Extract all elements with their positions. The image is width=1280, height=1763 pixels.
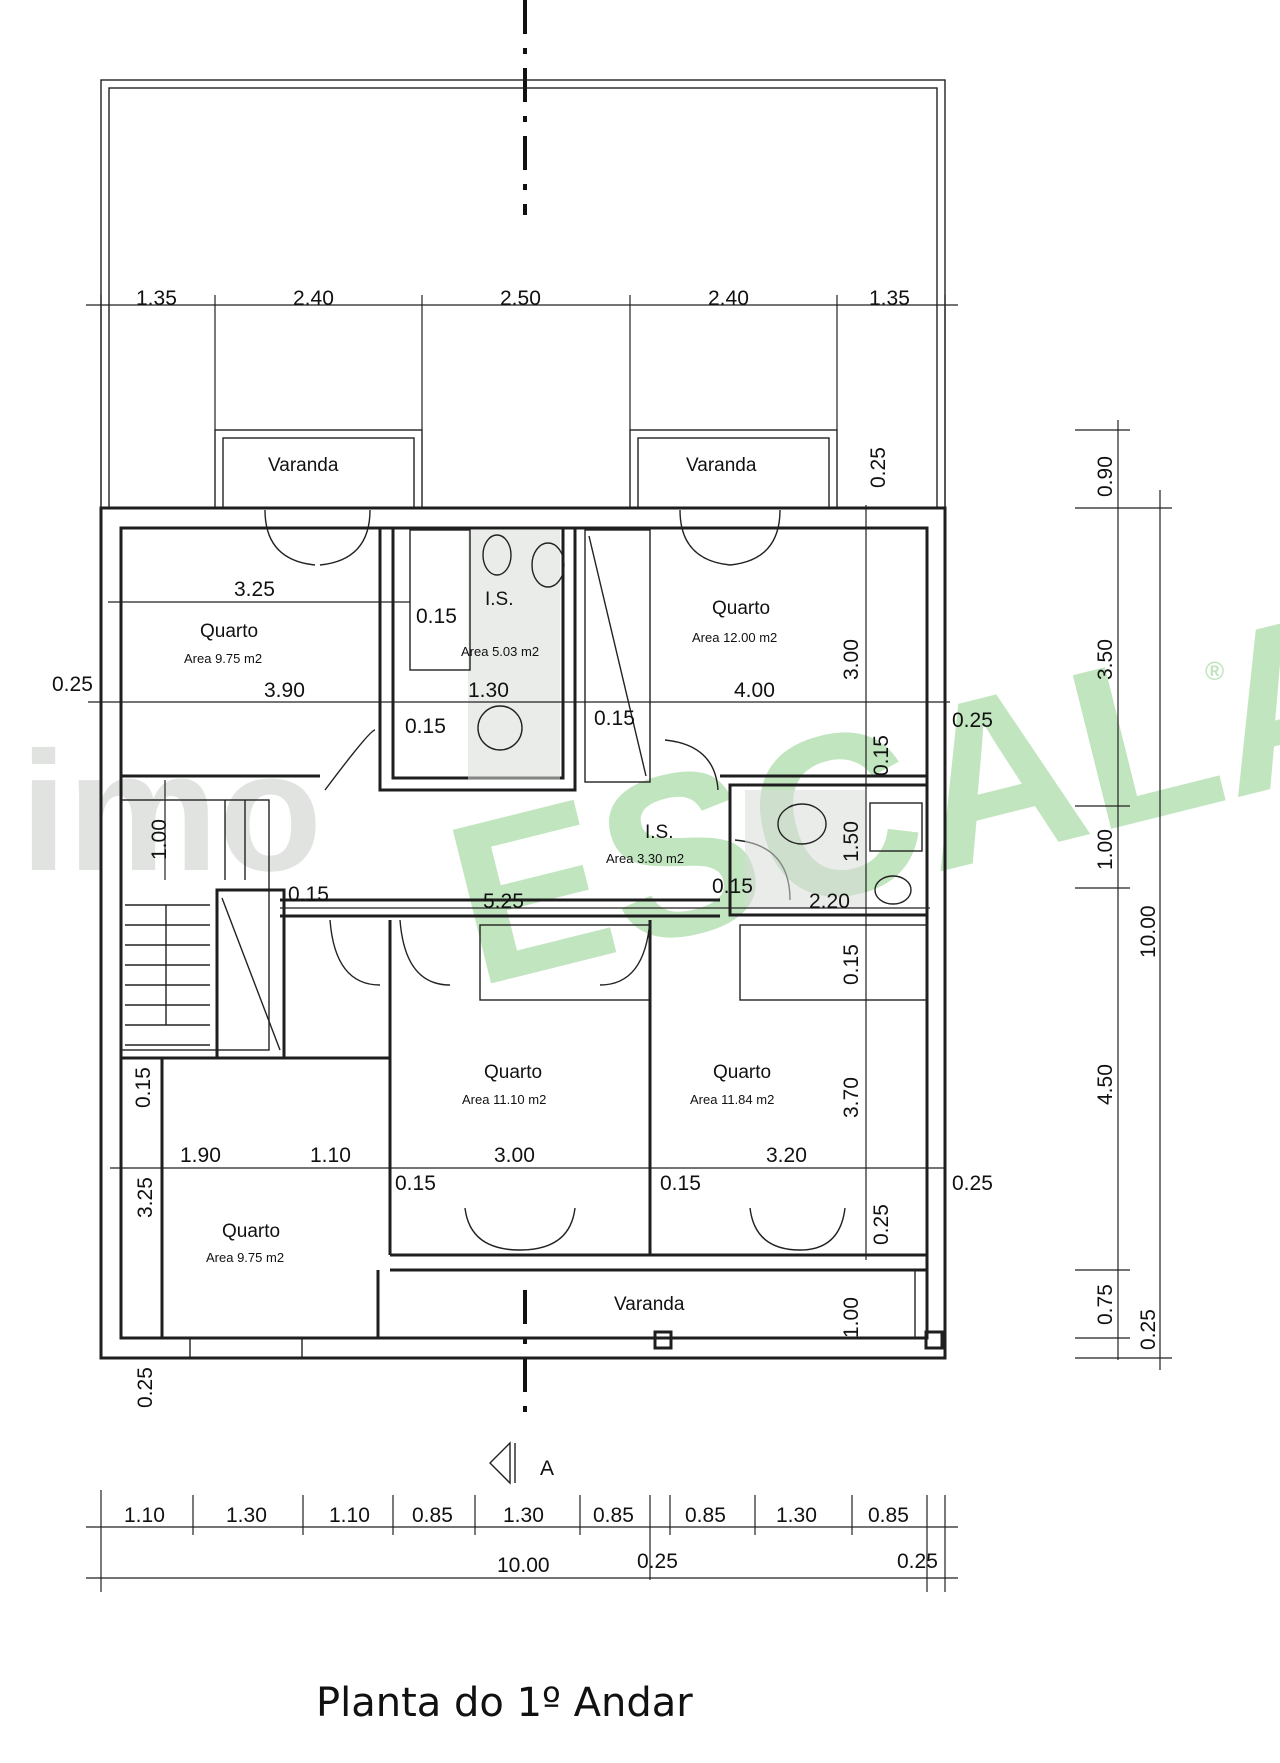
dim-wall-025-left: 0.25 — [52, 673, 93, 696]
dim-sw-190: 1.90 — [180, 1144, 221, 1167]
dim-q-ne-300: 3.00 — [840, 639, 863, 680]
dim-top-5: 1.35 — [869, 287, 910, 310]
dim-side-025: 0.25 — [1137, 1309, 1160, 1350]
dim-side-090: 0.90 — [1094, 456, 1117, 497]
dim-mid-015: 0.15 — [395, 1172, 436, 1195]
dim-bot-6: 0.85 — [593, 1504, 634, 1527]
room-is-top-name: I.S. — [485, 589, 514, 610]
dim-bot-3: 1.10 — [329, 1504, 370, 1527]
room-quarto-nw: Quarto Area 9.75 m2 — [184, 621, 262, 666]
room-quarto-se: Quarto Area 11.84 m2 — [690, 1062, 774, 1107]
dim-right-015-a: 0.15 — [870, 735, 893, 776]
dim-right-025-b: 0.25 — [867, 447, 890, 488]
dim-bot-9: 0.85 — [868, 1504, 909, 1527]
room-is-small: I.S. Area 3.30 m2 — [606, 822, 684, 866]
balcony-left: Varanda — [214, 429, 423, 509]
bathroom-fixtures — [409, 529, 923, 908]
dim-se-320: 3.20 — [766, 1144, 807, 1167]
dim-bot-total: 10.00 — [497, 1554, 550, 1577]
dim-bot-8: 1.30 — [776, 1504, 817, 1527]
dim-is-015-a: 0.15 — [416, 605, 457, 628]
dim-bot-4: 0.85 — [412, 1504, 453, 1527]
dim-is2-015: 0.15 — [712, 875, 753, 898]
dim-bottom-025: 0.25 — [134, 1367, 157, 1408]
watermark-registered-mark: ® — [1205, 656, 1224, 686]
dim-bot-5: 1.30 — [503, 1504, 544, 1527]
dim-left-015: 0.15 — [132, 1067, 155, 1108]
balcony-left-label: Varanda — [268, 455, 339, 476]
room-quarto-mid-area: Area 11.10 m2 — [462, 1092, 546, 1107]
bottom-dimension-chain: 1.10 1.30 1.10 0.85 1.30 0.85 0.85 1.30 … — [86, 1490, 958, 1592]
dim-q-nw-390: 3.90 — [264, 679, 305, 702]
dim-se-370: 3.70 — [840, 1077, 863, 1118]
dim-hall-015: 0.15 — [288, 883, 329, 906]
dim-bot-025-b: 0.25 — [897, 1550, 938, 1573]
dim-q-nw-325: 3.25 — [234, 578, 275, 601]
dim-top-2: 2.40 — [293, 287, 334, 310]
dim-right-025-c: 0.25 — [952, 1172, 993, 1195]
dim-stair-100: 1.00 — [148, 819, 171, 860]
room-quarto-sw: Quarto Area 9.75 m2 — [206, 1221, 284, 1265]
watermark-imo: imo — [20, 717, 322, 907]
section-marker-label: A — [540, 1457, 554, 1480]
dim-sw-110: 1.10 — [310, 1144, 351, 1167]
dim-top-3: 2.50 — [500, 287, 541, 310]
dim-side-450: 4.50 — [1094, 1064, 1117, 1105]
dim-is2-015-v: 0.15 — [840, 944, 863, 985]
dim-top-4: 2.40 — [708, 287, 749, 310]
room-quarto-sw-name: Quarto — [222, 1221, 280, 1242]
dim-var-100: 1.00 — [840, 1297, 863, 1338]
dim-is2-150: 1.50 — [840, 821, 863, 862]
room-quarto-ne-name: Quarto — [712, 598, 770, 619]
dim-bot-7: 0.85 — [685, 1504, 726, 1527]
balcony-bottom-label: Varanda — [614, 1294, 685, 1315]
dim-bot-025-a: 0.25 — [637, 1550, 678, 1573]
dim-is2-220: 2.20 — [809, 890, 850, 913]
interior-walls — [120, 526, 944, 1350]
room-quarto-sw-area: Area 9.75 m2 — [206, 1250, 284, 1265]
room-is-small-name: I.S. — [645, 822, 674, 843]
dim-right-025-a: 0.25 — [952, 709, 993, 732]
dim-side-075: 0.75 — [1094, 1284, 1117, 1325]
room-is-top-area: Area 5.03 m2 — [461, 644, 539, 659]
room-quarto-ne-area: Area 12.00 m2 — [692, 630, 777, 645]
room-quarto-se-name: Quarto — [713, 1062, 771, 1083]
balcony-right-label: Varanda — [686, 455, 757, 476]
balcony-right: Varanda — [629, 429, 838, 509]
balcony-bottom: Varanda — [614, 1294, 685, 1315]
side-dimension-chain: 0.90 3.50 1.00 10.00 4.50 0.75 0.25 — [1075, 420, 1172, 1370]
room-is-small-area: Area 3.30 m2 — [606, 851, 684, 866]
room-quarto-nw-name: Quarto — [200, 621, 258, 642]
dim-sw-325: 3.25 — [134, 1177, 157, 1218]
dim-is-015-b: 0.15 — [405, 715, 446, 738]
dim-se-025: 0.25 — [870, 1204, 893, 1245]
dim-bot-2: 1.30 — [226, 1504, 267, 1527]
dim-q-ne-400: 4.00 — [734, 679, 775, 702]
room-quarto-mid: Quarto Area 11.10 m2 — [462, 1062, 546, 1107]
dim-hall-525: 5.25 — [483, 890, 524, 913]
interior-dimensions: 3.25 0.25 3.90 0.15 1.30 0.15 0.15 4.00 … — [52, 447, 993, 1408]
dim-top-1: 1.35 — [136, 287, 177, 310]
dim-se-015: 0.15 — [660, 1172, 701, 1195]
plan-title: Planta do 1º Andar — [316, 1680, 693, 1726]
room-quarto-ne: Quarto Area 12.00 m2 — [692, 598, 777, 645]
dim-side-350: 3.50 — [1094, 639, 1117, 680]
dim-is-130: 1.30 — [468, 679, 509, 702]
section-marker: A — [489, 1441, 554, 1485]
dim-side-1000: 10.00 — [1137, 905, 1160, 958]
room-quarto-mid-name: Quarto — [484, 1062, 542, 1083]
dim-mid-300: 3.00 — [494, 1144, 535, 1167]
dim-is-015-c: 0.15 — [594, 707, 635, 730]
room-quarto-se-area: Area 11.84 m2 — [690, 1092, 774, 1107]
room-is-top: I.S. Area 5.03 m2 — [461, 589, 539, 659]
dim-side-100: 1.00 — [1094, 829, 1117, 870]
room-quarto-nw-area: Area 9.75 m2 — [184, 651, 262, 666]
top-dimension-chain: 1.35 2.40 2.50 2.40 1.35 — [86, 287, 958, 508]
dim-bot-1: 1.10 — [124, 1504, 165, 1527]
